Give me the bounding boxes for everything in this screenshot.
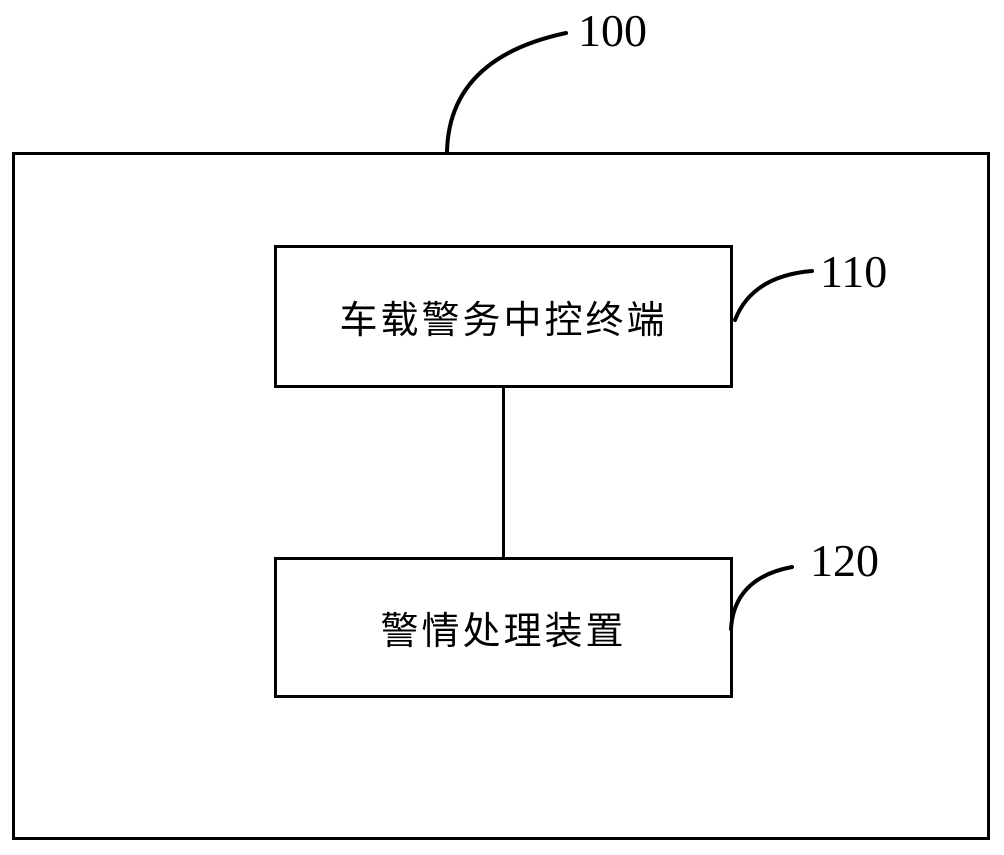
vehicle-police-terminal-label: 车载警务中控终端 [339,300,668,342]
connector-line [502,388,505,557]
alarm-handling-device-box: 警情处理装置 [274,557,733,698]
ref-label-120: 120 [810,535,879,586]
leader-curve-100 [445,31,568,154]
vehicle-police-terminal-box: 车载警务中控终端 [274,245,733,388]
alarm-handling-device-label: 警情处理装置 [380,611,627,653]
ref-label-110: 110 [820,246,888,297]
ref-label-100: 100 [578,5,647,56]
